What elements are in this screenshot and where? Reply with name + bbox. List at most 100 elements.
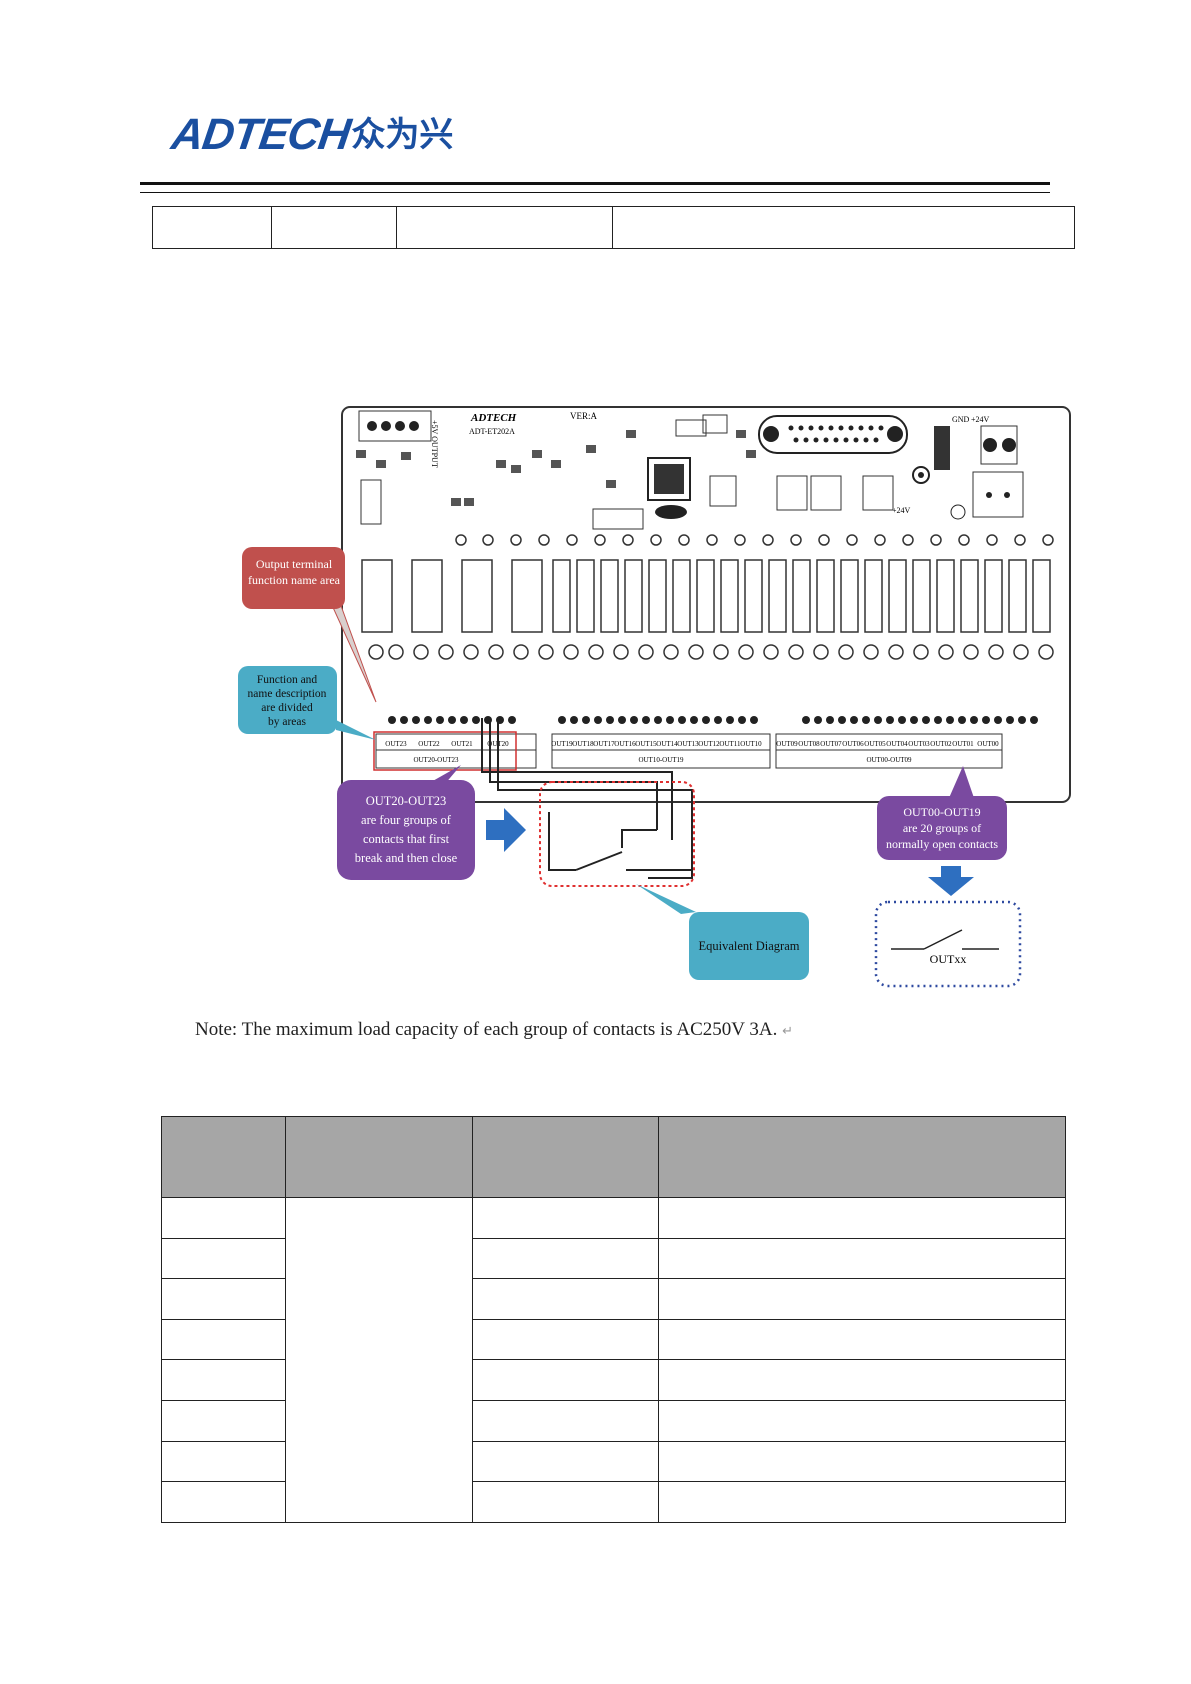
side-label: +5V OUTPUT: [430, 420, 439, 468]
io-table: [161, 1116, 1066, 1523]
table-cell: [658, 1359, 1066, 1401]
header-rule-thin: [140, 192, 1050, 193]
group3-box: [775, 733, 1003, 769]
group2-label: OUT18: [572, 740, 594, 748]
group2-label: OUT10: [740, 740, 762, 748]
group3-label: OUT06: [842, 740, 864, 748]
group2-label: OUT16: [614, 740, 636, 748]
led-label: +24V: [892, 506, 911, 515]
board-version: VER:A: [570, 411, 598, 421]
header-table: [152, 206, 1075, 249]
power-label-24v: +24V: [971, 415, 990, 424]
table-cell: [658, 1440, 1066, 1483]
callout-function-desc-line: are divided: [261, 702, 313, 714]
table-header-row: [161, 1116, 1066, 1198]
mcu-chip: [647, 457, 691, 501]
callout-out00-19: [877, 796, 1007, 860]
table-cell: [161, 1278, 286, 1320]
group1-label: OUT22: [418, 740, 440, 748]
group3-label: OUT08: [798, 740, 820, 748]
group2-label: OUT11: [719, 740, 741, 748]
callout-equivalent-text: Equivalent Diagram: [698, 939, 799, 953]
equivalent-box: [539, 781, 695, 887]
callout-out00-19-line: are 20 groups of: [903, 821, 981, 835]
table-header-cell: [658, 1116, 1066, 1198]
table-cell: [472, 1359, 659, 1401]
callout-out20-23-line: break and then close: [355, 851, 458, 865]
group3-label: OUT02: [930, 740, 952, 748]
group2-label: OUT12: [698, 740, 720, 748]
group3-label: OUT09: [776, 740, 798, 748]
table-row: [161, 1237, 1066, 1280]
board-figure: +5V OUTPUT ADTECH ADT-ET202A VER:A GND +…: [238, 406, 1071, 988]
group1-range: OUT20-OUT23: [413, 756, 459, 764]
group2-label: OUT13: [677, 740, 699, 748]
table-cell: [161, 1440, 286, 1483]
table-cell: [161, 1318, 286, 1361]
callout-out00-19-line: OUT00-OUT19: [903, 805, 980, 819]
table-row: [161, 1197, 1066, 1523]
outxx-label: OUTxx: [930, 952, 967, 966]
table-cell: [658, 1237, 1066, 1280]
group2-label: OUT17: [593, 740, 615, 748]
table-cell: [472, 1237, 659, 1280]
callout-out20-23-line: contacts that first: [363, 832, 450, 846]
callout-out00-19-line: normally open contacts: [886, 837, 998, 851]
group2-label: OUT15: [635, 740, 657, 748]
callout-out20-23: [337, 780, 475, 880]
outxx-box: [874, 900, 1022, 988]
power-label-gnd: GND: [952, 415, 970, 424]
note-text: Note: The maximum load capacity of each …: [195, 1019, 793, 1041]
board-model: ADT-ET202A: [469, 427, 515, 436]
return-mark-icon: ↵: [782, 1023, 794, 1038]
header-cell: [152, 206, 272, 249]
table-cell: [472, 1399, 659, 1442]
table-cell: [161, 1237, 286, 1280]
table-row: [161, 1481, 1066, 1523]
table-cell: [658, 1278, 1066, 1320]
logo-cn-text: 众为兴: [351, 115, 454, 155]
table-cell: [472, 1318, 659, 1361]
header-cell: [271, 206, 397, 249]
adtech-logo: ADTECH众为兴: [169, 110, 507, 160]
table-cell: [161, 1197, 286, 1239]
callout-out20-23-line: OUT20-OUT23: [366, 794, 447, 808]
table-row: [161, 1399, 1066, 1442]
group2-range: OUT10-OUT19: [638, 756, 684, 764]
callout-equivalent: [689, 912, 809, 980]
callout-function-desc-line: by areas: [268, 716, 307, 728]
table-cell: [472, 1278, 659, 1320]
table-cell: [472, 1481, 659, 1523]
table-cell: [472, 1440, 659, 1483]
header-cell: [612, 206, 1075, 249]
group3-label: OUT00: [977, 740, 999, 748]
group3-range: OUT00-OUT09: [866, 756, 912, 764]
callout-output-area: [242, 547, 345, 609]
table-row: [161, 1359, 1066, 1401]
callout-output-area-text: Output terminal function name area: [248, 557, 340, 587]
table-cell: [658, 1197, 1066, 1239]
board-brand: ADTECH: [470, 412, 517, 424]
table-header-cell: [285, 1116, 473, 1198]
db25-connector: [758, 415, 908, 454]
table-cell: [658, 1399, 1066, 1442]
relay-row: [361, 559, 1051, 633]
table-header-cell: [161, 1116, 286, 1198]
group3-label: OUT04: [886, 740, 908, 748]
callout-function-desc-line: Function and: [257, 674, 318, 686]
group3-label: OUT01: [952, 740, 974, 748]
header-rule-thick: [140, 182, 1050, 185]
callout-out20-23-line: are four groups of: [361, 813, 452, 827]
note-body: Note: The maximum load capacity of each …: [195, 1019, 778, 1040]
table-cell: [161, 1399, 286, 1442]
logo-text: ADTECH: [168, 110, 353, 159]
callout-function-desc: [238, 666, 337, 734]
group3-label: OUT05: [864, 740, 886, 748]
table-header-cell: [472, 1116, 659, 1198]
arrow-down-icon: [928, 866, 974, 896]
group2-label: OUT19: [551, 740, 573, 748]
table-row: [161, 1440, 1066, 1483]
table-cell: [658, 1481, 1066, 1523]
group2-label: OUT14: [656, 740, 678, 748]
wiring: [481, 718, 693, 879]
